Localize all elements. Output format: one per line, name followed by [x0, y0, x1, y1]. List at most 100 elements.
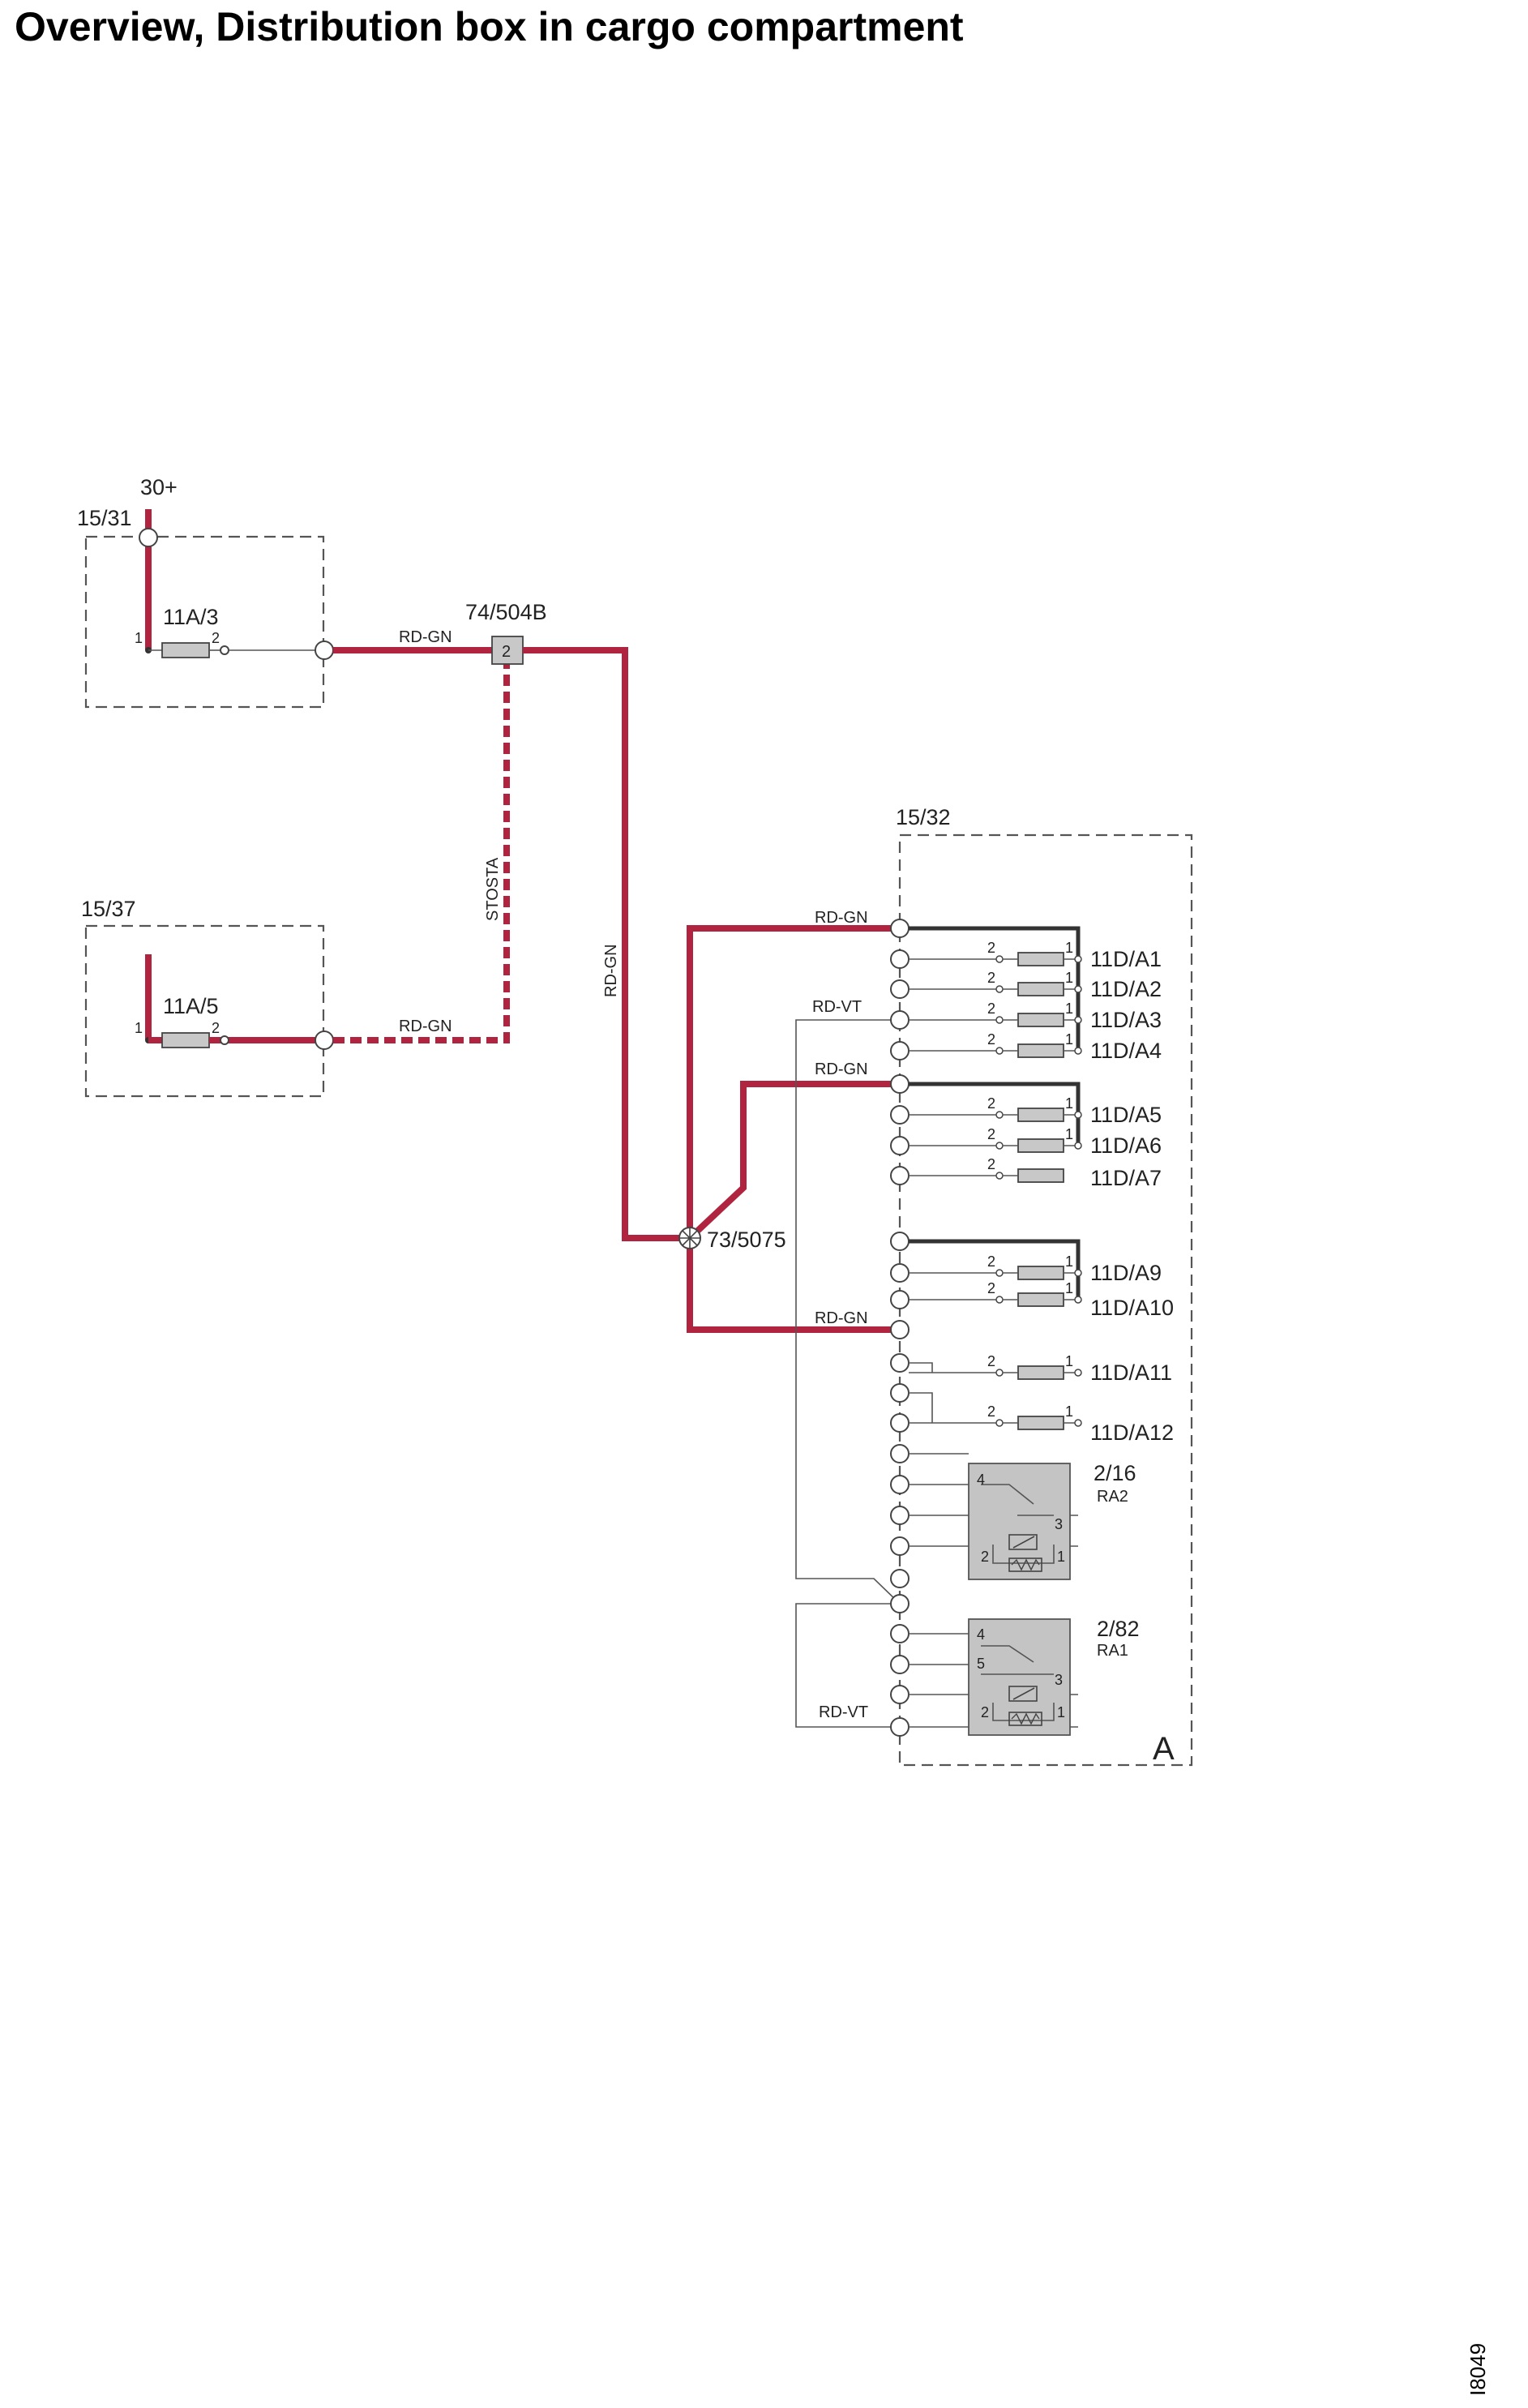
- svg-text:1: 1: [1057, 1549, 1065, 1565]
- terminal-column: [890, 919, 910, 1737]
- box-15-32-label: 15/32: [896, 805, 951, 829]
- wire-label: RD-GN: [815, 1060, 868, 1078]
- fuse-row: 2 1 11D/A1: [909, 940, 1162, 971]
- page-title: Overview, Distribution box in cargo comp…: [15, 4, 964, 49]
- rd-gn-main-wire: [523, 647, 690, 1241]
- box-15-31-label: 15/31: [77, 506, 132, 530]
- document-id: I8049: [1466, 2342, 1490, 2396]
- rd-vt-loop-upper: [795, 1019, 901, 1605]
- fuse-row: 2 1 11D/A4: [909, 1031, 1162, 1063]
- svg-text:1: 1: [1065, 1126, 1073, 1142]
- relay-2-16: 4 3 2 1 2/16 RA2: [909, 1453, 1136, 1580]
- svg-text:2: 2: [981, 1704, 989, 1720]
- relay-sub-label: RA1: [1097, 1642, 1128, 1660]
- fuse-row: 2 1 11D/A2: [909, 970, 1162, 1001]
- box-15-31: 15/31 30+ 11A/3 1 2: [77, 475, 325, 709]
- svg-text:5: 5: [977, 1656, 985, 1672]
- fuse-11a3-label: 11A/3: [163, 605, 219, 629]
- relay-label: 2/16: [1094, 1461, 1136, 1485]
- svg-text:1: 1: [1065, 940, 1073, 956]
- fuse-rows: 2 1 11D/A1 2 1 11D/A2 2 1 11D/A3 2 1 11D/A4: [909, 940, 1174, 1445]
- box-15-37: 15/37 11A/5 1 2: [81, 897, 325, 1098]
- fuse-11a5-label: 11A/5: [163, 994, 219, 1018]
- fuse-label: 11D/A4: [1090, 1039, 1162, 1063]
- rd-gn-branch-2: [687, 1081, 900, 1240]
- connector-pin-label: 2: [502, 643, 511, 661]
- stosta-wire: [333, 655, 510, 1043]
- wire-label: RD-GN: [602, 944, 620, 997]
- svg-text:1: 1: [1065, 1280, 1073, 1296]
- fuse-label: 11D/A11: [1090, 1360, 1172, 1385]
- svg-text:2: 2: [987, 1156, 995, 1172]
- pin-label: 2: [212, 630, 220, 646]
- pin-label: 1: [135, 630, 143, 646]
- fuse-label: 11D/A12: [1090, 1420, 1174, 1445]
- svg-text:1: 1: [1065, 1000, 1073, 1017]
- splice-label: 73/5075: [707, 1228, 786, 1252]
- fuse-label: 11D/A6: [1090, 1133, 1162, 1158]
- svg-text:2: 2: [987, 1353, 995, 1369]
- rd-gn-branch-1: [687, 925, 900, 1238]
- fuse-label: 11D/A3: [1090, 1008, 1162, 1032]
- fuse-label: 11D/A1: [1090, 947, 1162, 971]
- fuse-label: 11D/A9: [1090, 1261, 1162, 1285]
- svg-text:1: 1: [1065, 970, 1073, 986]
- svg-text:2: 2: [987, 970, 995, 986]
- svg-text:1: 1: [1065, 1253, 1073, 1270]
- svg-text:2: 2: [987, 1126, 995, 1142]
- relay-label: 2/82: [1097, 1617, 1140, 1641]
- rd-vt-loop-lower: [795, 1603, 900, 1728]
- svg-text:2: 2: [987, 1403, 995, 1420]
- fuse-label: 11D/A2: [1090, 977, 1162, 1001]
- box-15-31-terminal: [315, 641, 334, 660]
- svg-text:1: 1: [1057, 1704, 1065, 1720]
- fuse-11a3: [161, 642, 210, 658]
- relay-2-82: 4 5 3 2 1 2/82 RA1: [909, 1617, 1140, 1736]
- fuse-row: 2 1 11D/A10: [909, 1280, 1174, 1320]
- connector-74-504b: [491, 636, 524, 665]
- svg-text:2: 2: [987, 940, 995, 956]
- wire-label: RD-VT: [812, 998, 862, 1016]
- wire-label: RD-GN: [399, 628, 452, 646]
- busbar-1: [909, 926, 1081, 1051]
- svg-text:2: 2: [987, 1031, 995, 1048]
- svg-text:2: 2: [987, 1095, 995, 1112]
- fuse-row: 2 11D/A7: [909, 1156, 1162, 1190]
- pin-label: 1: [135, 1020, 143, 1036]
- stosta-label: STOSTA: [484, 857, 502, 921]
- wire-label: RD-GN: [815, 1309, 868, 1327]
- svg-text:2: 2: [987, 1000, 995, 1017]
- connector-74-label: 74/504B: [465, 600, 547, 624]
- fuse-row: 2 1 11D/A6: [909, 1126, 1162, 1158]
- wire-label: RD-GN: [399, 1018, 452, 1035]
- supply-30-label: 30+: [140, 475, 178, 499]
- svg-text:1: 1: [1065, 1095, 1073, 1112]
- fuse-row: 2 1 11D/A3: [909, 1000, 1162, 1032]
- svg-text:3: 3: [1055, 1672, 1063, 1688]
- pin-label: 2: [212, 1020, 220, 1036]
- svg-text:2: 2: [987, 1280, 995, 1296]
- fuse-label: 11D/A10: [1090, 1296, 1174, 1320]
- rd-gn-branch-3: [687, 1238, 900, 1333]
- svg-text:1: 1: [1065, 1403, 1073, 1420]
- relay-sub-label: RA2: [1097, 1488, 1128, 1506]
- fuse-11a5: [161, 1032, 210, 1048]
- busbar-2: [909, 1082, 1081, 1146]
- svg-text:4: 4: [977, 1472, 985, 1488]
- box-15-37-terminal: [315, 1030, 334, 1050]
- fuse-pin-2: [220, 645, 229, 655]
- fuse-row: 2 1 11D/A12: [909, 1403, 1174, 1445]
- busbar-3: [909, 1239, 1081, 1300]
- svg-text:4: 4: [977, 1626, 985, 1643]
- svg-text:3: 3: [1055, 1516, 1063, 1532]
- wire-label: RD-VT: [819, 1703, 868, 1721]
- box-15-37-label: 15/37: [81, 897, 136, 921]
- area-a-label: A: [1153, 1731, 1175, 1767]
- wire-label: RD-GN: [815, 909, 868, 927]
- box-15-32: 15/32 A: [896, 805, 1193, 1767]
- svg-text:1: 1: [1065, 1031, 1073, 1048]
